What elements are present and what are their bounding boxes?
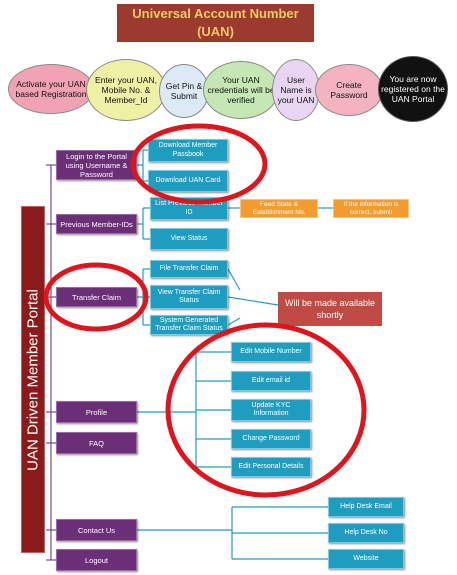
- menu-previous-member-ids[interactable]: Previous Member-IDs: [56, 214, 137, 234]
- header-banner: Universal Account Number (UAN) MEMBER e-…: [117, 4, 314, 56]
- download-uan-card-button[interactable]: Download UAN Card: [148, 170, 228, 192]
- help-desk-no-button[interactable]: Help Desk No: [328, 523, 404, 543]
- step-label: Enter your UAN, Mobile No. & Member_Id: [95, 75, 157, 105]
- system-generated-status-button[interactable]: System Generated Transfer Claim Status: [150, 315, 228, 335]
- edit-email-button[interactable]: Edit email id: [231, 371, 311, 391]
- step-label: You are now registered on the UAN Portal: [381, 74, 445, 104]
- menu-profile[interactable]: Profile: [56, 401, 137, 423]
- info-correct-box: If the information is correct, submit: [333, 199, 409, 218]
- file-transfer-claim-button[interactable]: File Transfer Claim: [150, 260, 228, 278]
- change-password-button[interactable]: Change Password: [231, 429, 311, 449]
- view-status-button[interactable]: View Status: [150, 228, 228, 250]
- edit-mobile-button[interactable]: Edit Mobile Number: [231, 342, 311, 362]
- availability-notice: Will be made available shortly: [278, 292, 382, 326]
- feed-state-box: Feed State & Establishment No.: [240, 199, 318, 218]
- step-activate-uan: Activate your UAN based Registration: [8, 64, 94, 114]
- portal-bar: [21, 206, 45, 553]
- login-box: Login to the Portal using Username & Pas…: [56, 150, 137, 180]
- step-get-pin: Get Pin & Submit: [159, 64, 209, 118]
- highlight-download-ellipse: [130, 123, 268, 205]
- menu-logout[interactable]: Logout: [56, 549, 137, 571]
- menu-transfer-claim[interactable]: Transfer Claim: [56, 287, 137, 307]
- header-subtitle: MEMBER e-SEWA: [161, 42, 270, 56]
- header-title: Universal Account Number (UAN): [132, 6, 299, 39]
- step-registered: You are now registered on the UAN Portal: [378, 56, 448, 122]
- step-create-password: Create Password: [315, 64, 383, 116]
- step-label: Your UAN credentials will be verified: [207, 75, 275, 105]
- step-label: Create Password: [330, 80, 368, 100]
- website-button[interactable]: Website: [328, 549, 404, 569]
- highlight-transfer-ellipse: [43, 262, 149, 332]
- download-passbook-button[interactable]: Download Member Passbook: [148, 139, 228, 162]
- step-label: User Name is your UAN: [277, 75, 315, 105]
- step-label: Activate your UAN based Registration: [15, 79, 87, 99]
- view-transfer-claim-status-button[interactable]: View Transfer Claim Status: [150, 285, 228, 309]
- step-label: Get Pin & Submit: [165, 81, 203, 101]
- help-desk-email-button[interactable]: Help Desk Email: [328, 497, 404, 517]
- update-kyc-button[interactable]: Update KYC Information: [231, 399, 311, 421]
- edit-personal-details-button[interactable]: Edit Personal Details: [231, 457, 311, 477]
- menu-faq[interactable]: FAQ: [56, 432, 137, 454]
- menu-contact-us[interactable]: Contact Us: [56, 519, 137, 541]
- step-enter-details: Enter your UAN, Mobile No. & Member_Id: [86, 59, 166, 121]
- highlight-profile-ellipse: [165, 322, 367, 498]
